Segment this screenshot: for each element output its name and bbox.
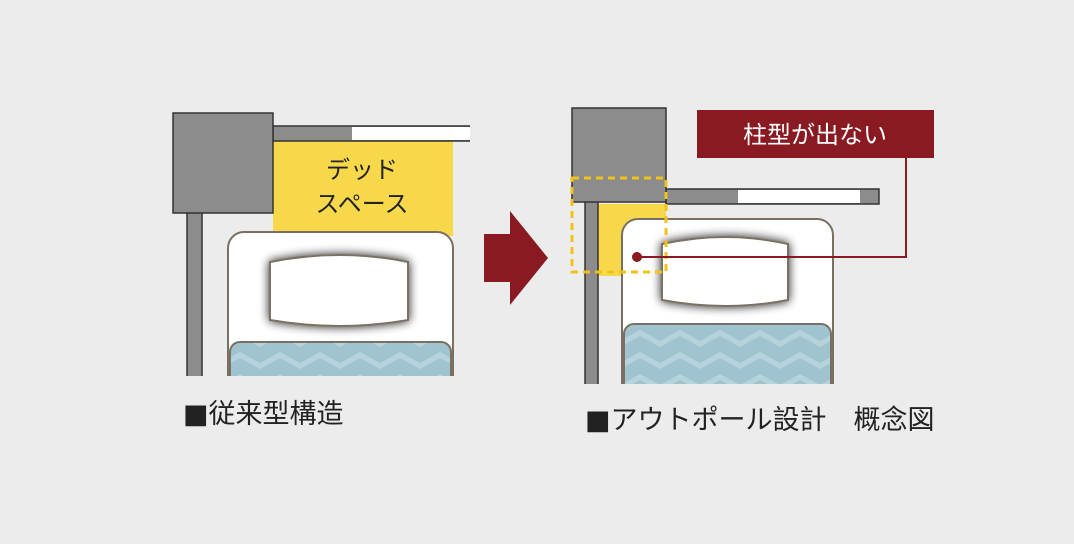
left-wall-side <box>186 211 203 376</box>
arrow-right-icon <box>484 211 548 305</box>
dead-space-area <box>273 140 453 236</box>
right-wall-side <box>584 199 599 384</box>
right-diagram <box>571 107 880 384</box>
dead-space-label-line2: スペース <box>315 190 408 218</box>
dashed-frame-icon <box>570 176 668 274</box>
dead-space-label-line1: デッド <box>326 156 398 184</box>
callout-box <box>697 110 934 158</box>
callout-leader-line <box>637 158 907 258</box>
left-pillar <box>172 112 274 214</box>
left-diagram <box>172 112 470 376</box>
left-pillow <box>269 254 409 327</box>
right-window <box>738 190 860 203</box>
left-caption: ■従来型構造 <box>183 399 344 430</box>
left-bed-cover <box>229 341 452 376</box>
callout-dot <box>632 252 642 262</box>
right-pillar <box>571 107 667 203</box>
callout-label: 柱型が出ない <box>743 121 887 149</box>
right-bed-cover <box>623 323 832 384</box>
right-pillow <box>661 236 789 307</box>
right-caption: ■アウトポール設計 概念図 <box>585 405 935 436</box>
left-window <box>352 127 470 140</box>
